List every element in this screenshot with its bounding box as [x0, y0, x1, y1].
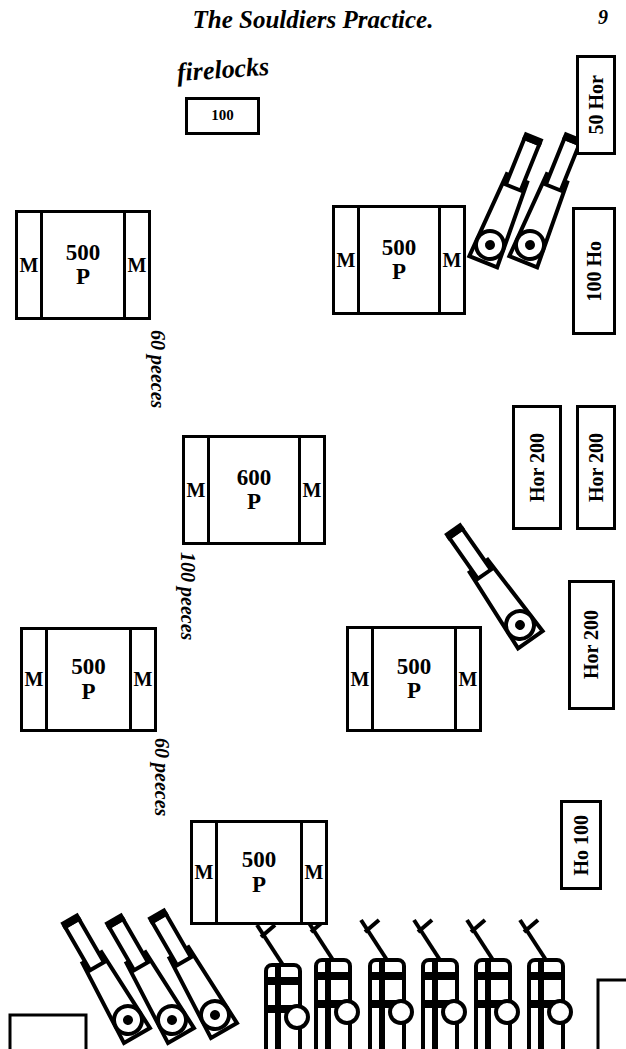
node-label: Hor 200: [586, 433, 607, 502]
node-label: Hor 200: [581, 610, 602, 679]
node-label: M: [187, 480, 206, 501]
musket-wing: M: [129, 630, 154, 729]
musket-wing: M: [335, 208, 360, 312]
node-label: 500 P: [66, 241, 101, 289]
musket-wing: M: [193, 823, 218, 922]
node-label: M: [351, 669, 370, 690]
page-number: 9: [598, 6, 608, 29]
musket-wing: M: [454, 629, 479, 729]
node-label: M: [128, 255, 147, 276]
musket-wing: M: [300, 823, 325, 922]
node-label: M: [459, 669, 478, 690]
node-label: M: [303, 480, 322, 501]
musket-wing: M: [349, 629, 374, 729]
node-label: M: [195, 862, 214, 883]
node-label: 100 Ho: [584, 241, 605, 302]
distance-label: 100 peeces: [176, 552, 199, 640]
firelock-box: firelocks100: [185, 97, 260, 135]
horse-troop: 50 Hor: [576, 55, 616, 155]
node-label: 500 P: [71, 655, 106, 703]
cut-off-box: [598, 980, 626, 1049]
cut-off-box: [10, 1015, 86, 1049]
pike-block: 500 P M M: [346, 626, 482, 732]
drum-row: [257, 920, 571, 1049]
cannon-pair: [469, 130, 588, 267]
musket-wing: M: [438, 208, 463, 312]
pike-block: 500 P M M: [20, 627, 157, 732]
distance-label: 60 peeces: [146, 330, 169, 408]
node-label: 500 P: [242, 848, 277, 896]
musket-wing: M: [23, 630, 48, 729]
node-label: 600 P: [237, 466, 272, 514]
page-title: The Souldiers Practice.: [0, 6, 626, 34]
horse-troop: Hor 200: [576, 405, 616, 530]
node-heading: firelocks: [175, 53, 269, 87]
musket-wing: M: [298, 438, 323, 542]
node-label: M: [20, 255, 39, 276]
pike-block: 500 P M M: [332, 205, 466, 315]
node-label: 500 P: [397, 655, 432, 703]
node-label: Hor 200: [527, 433, 548, 502]
node-label: M: [134, 669, 153, 690]
horse-troop: 100 Ho: [572, 207, 616, 335]
node-label: M: [25, 669, 44, 690]
distance-label: 60 peeces: [150, 738, 173, 816]
pike-block: 600 P M M: [182, 435, 326, 545]
pike-block: 500 P M M: [15, 210, 151, 320]
musket-wing: M: [185, 438, 210, 542]
musket-wing: M: [18, 213, 43, 317]
node-label: M: [443, 250, 462, 271]
node-label: 500 P: [382, 236, 417, 284]
node-label: Ho 100: [571, 815, 592, 876]
musket-wing: M: [123, 213, 148, 317]
node-label: M: [305, 862, 324, 883]
horse-troop: Hor 200: [512, 405, 562, 530]
horse-troop: Ho 100: [560, 800, 602, 890]
pike-block: 500 P M M: [190, 820, 328, 925]
node-label: M: [337, 250, 356, 271]
node-label: 50 Hor: [586, 75, 607, 134]
node-label: 100: [211, 108, 234, 124]
horse-troop: Hor 200: [568, 580, 615, 710]
